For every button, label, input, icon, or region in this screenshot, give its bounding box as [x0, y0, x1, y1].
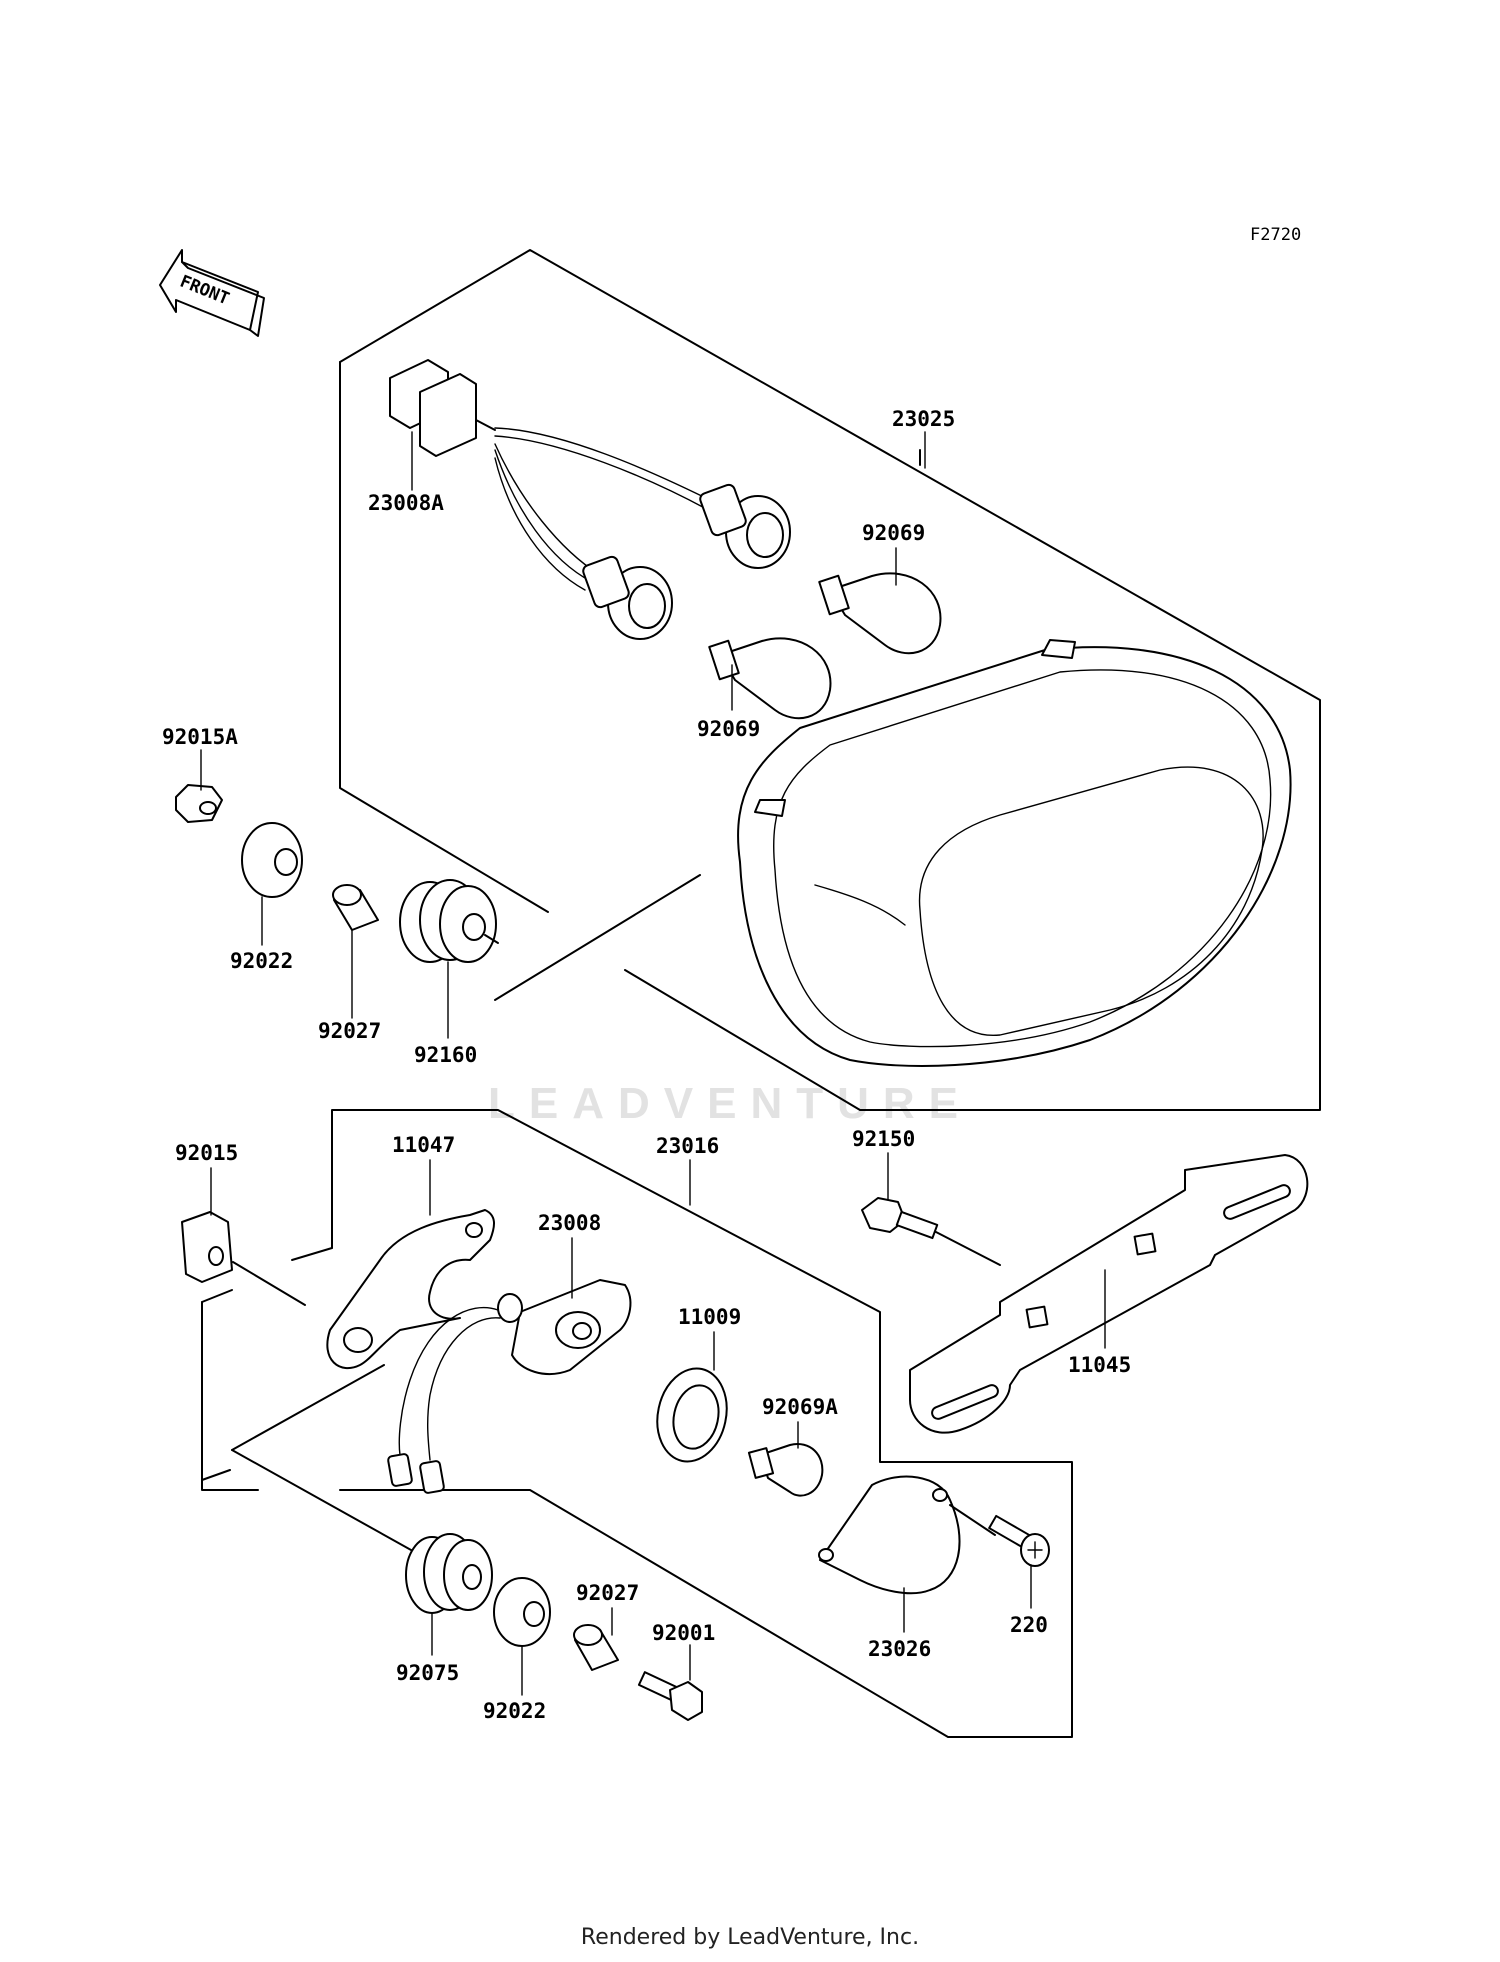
nut-92015A	[175, 784, 223, 823]
label-92027-bottom: 92027	[576, 1581, 639, 1605]
label-92075: 92075	[396, 1661, 459, 1685]
washer-92022-lower	[493, 1577, 551, 1647]
label-92150: 92150	[852, 1127, 915, 1151]
clip-92015	[181, 1211, 306, 1306]
label-92015: 92015	[175, 1141, 238, 1165]
label-92022-bottom: 92022	[483, 1699, 546, 1723]
label-23025: 23025	[892, 407, 955, 431]
label-92069A: 92069A	[762, 1395, 838, 1419]
label-11047: 11047	[392, 1133, 455, 1157]
label-92069-top: 92069	[862, 521, 925, 545]
watermark: LEADVENTURE	[488, 1079, 972, 1128]
bulb-upper	[818, 572, 942, 655]
label-92015A: 92015A	[162, 725, 238, 749]
license-bracket-11045	[909, 1154, 1309, 1434]
washer-92022-upper	[241, 822, 303, 898]
bolt-92001	[637, 1671, 703, 1721]
grommet-92160	[399, 879, 499, 963]
collar-92027-upper	[332, 884, 379, 931]
screw-220	[949, 1504, 1050, 1567]
tail-lamp-group-outline	[339, 249, 1321, 1111]
label-92160: 92160	[414, 1043, 477, 1067]
label-92027-top: 92027	[318, 1019, 381, 1043]
bulb-lower	[708, 637, 832, 720]
label-92069-mid: 92069	[697, 717, 760, 741]
ring-11009	[656, 1367, 728, 1463]
tail-lamp-lens	[737, 639, 1292, 1067]
harness-connector	[389, 359, 721, 591]
label-11045: 11045	[1068, 1353, 1131, 1377]
license-lamp-group-outline	[201, 1109, 1073, 1738]
leader-lines	[200, 431, 1106, 1696]
grommet-92075	[405, 1533, 493, 1614]
bulb-92069A	[747, 1443, 824, 1497]
label-23016: 23016	[656, 1134, 719, 1158]
label-220: 220	[1010, 1613, 1048, 1637]
bolt-92150	[861, 1197, 1001, 1266]
collar-92027-lower	[573, 1624, 619, 1671]
front-arrow-icon: FRONT	[159, 249, 265, 337]
lamp-socket-23008	[387, 1279, 632, 1494]
label-92022-top: 92022	[230, 949, 293, 973]
label-11009: 11009	[678, 1305, 741, 1329]
label-23008: 23008	[538, 1211, 601, 1235]
label-92001: 92001	[652, 1621, 715, 1645]
footer-credit: Rendered by LeadVenture, Inc.	[580, 1925, 920, 1950]
bracket-11047	[326, 1209, 495, 1370]
bulb-socket-lower	[582, 555, 673, 640]
figure-code: F2720	[1250, 225, 1301, 245]
label-23026: 23026	[868, 1637, 931, 1661]
bulb-socket-upper	[699, 483, 791, 569]
label-23008A: 23008A	[368, 491, 444, 515]
lens-cover-23026	[818, 1475, 961, 1595]
